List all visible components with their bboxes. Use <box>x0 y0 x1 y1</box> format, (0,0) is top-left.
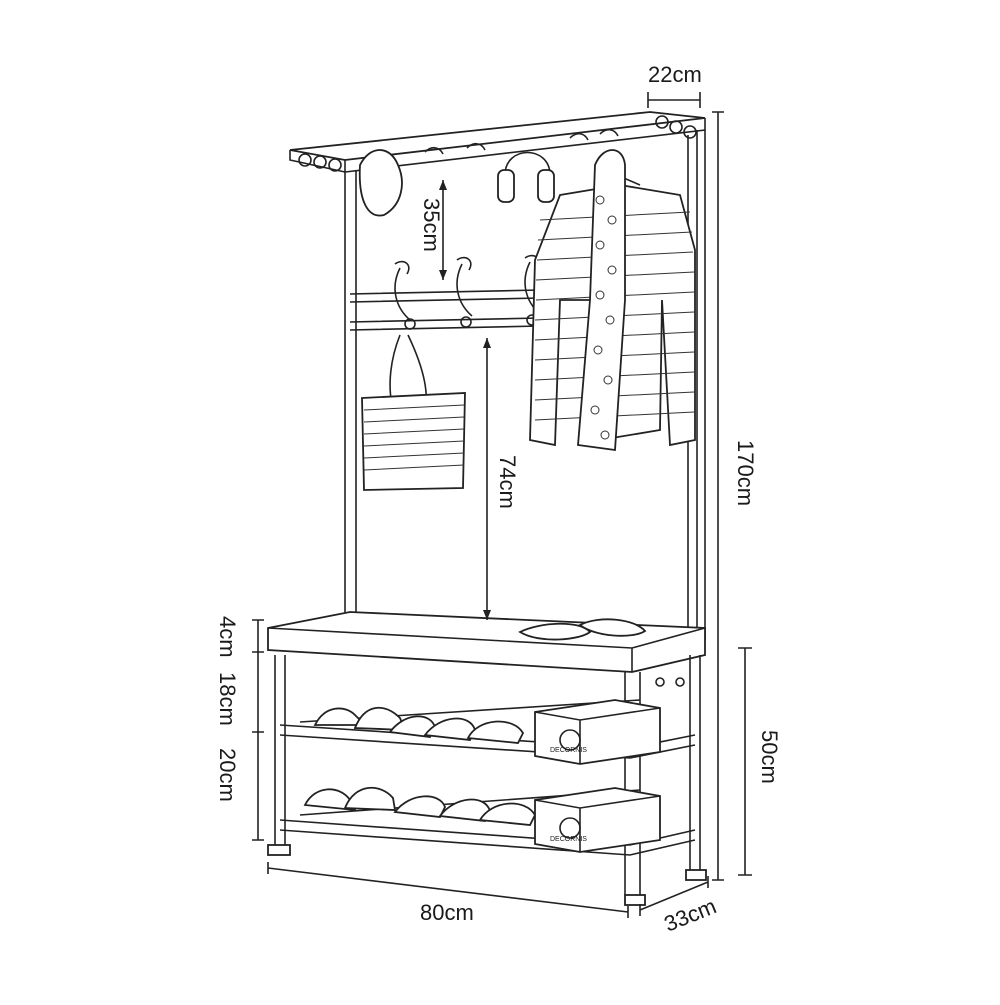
headphones-illustration <box>497 151 555 203</box>
top-shelf <box>289 111 706 173</box>
label-total-height: 170cm <box>733 440 758 506</box>
label-depth-bottom: 33cm <box>661 893 720 936</box>
label-bench-height: 50cm <box>757 730 782 784</box>
box-label-lower: DECORNIS <box>550 836 587 843</box>
label-shelf-gap-2: 20cm <box>215 748 240 802</box>
label-cushion: 4cm <box>215 616 240 658</box>
top-hooks <box>424 128 619 155</box>
middle-hook-rail <box>349 254 541 331</box>
shoes-lower-shelf <box>303 786 537 826</box>
hat-illustration <box>358 149 403 217</box>
scarf-illustration <box>577 149 626 452</box>
shoes-upper-shelf <box>313 706 525 744</box>
dimension-lines <box>252 92 752 918</box>
bench-seat <box>267 611 706 673</box>
frame-uprights <box>344 130 706 640</box>
storage-box-upper: DECORNIS <box>534 699 661 765</box>
storage-box-lower: DECORNIS <box>534 787 661 853</box>
label-shelf-gap-1: 18cm <box>215 672 240 726</box>
dimension-labels: 22cm 35cm 74cm 170cm 4cm 18cm 20cm 50cm … <box>215 62 782 937</box>
box-label-upper: DECORNIS <box>550 747 587 754</box>
slippers-illustration <box>518 618 647 641</box>
tote-bag-illustration <box>361 334 466 491</box>
label-hook-gap: 35cm <box>419 198 444 252</box>
shelf-end-rings-left <box>298 153 342 172</box>
label-width: 80cm <box>420 900 474 925</box>
label-depth-top: 22cm <box>648 62 702 87</box>
bench-frame <box>267 655 707 906</box>
shelf-end-rings-right <box>655 115 697 139</box>
label-rail-to-bench: 74cm <box>495 455 520 509</box>
